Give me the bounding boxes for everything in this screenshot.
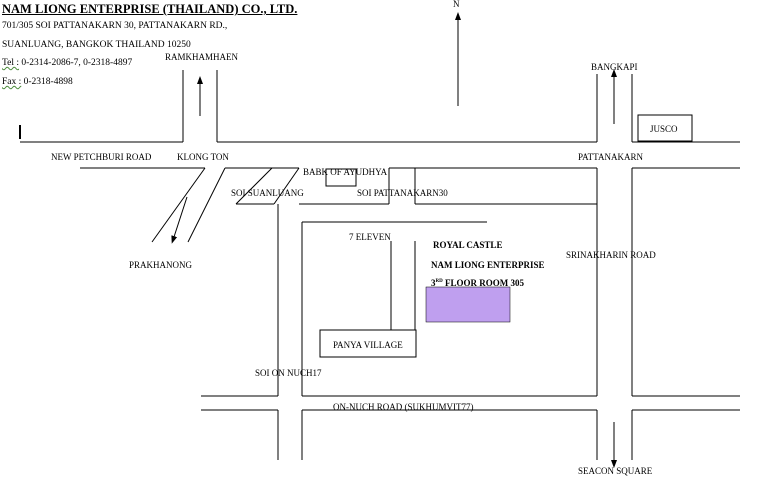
pattanakarn-label: PATTANAKARN [578,152,643,162]
bangkapi-road [596,69,633,142]
ramkhamhaeng-road [182,70,218,142]
destination-highlight [425,286,511,323]
seven-eleven-label: 7 ELEVEN [349,232,391,242]
on-nuch-label: ON-NUCH ROAD (SUKHUMVIT77) [333,402,474,412]
fax-line: Fax : 0-2318-4898 [2,77,73,87]
fax-value: 0-2318-4898 [21,77,73,87]
jusco-building [637,114,693,142]
fax-label: Fax : [2,77,22,87]
destination-company-label: NAM LIONG ENTERPRISE [431,260,545,270]
royal-castle-label: ROYAL CASTLE [433,240,502,250]
srinakharin-label: SRINAKHARIN ROAD [566,250,656,260]
destination-floor-label: 3RD FLOOR ROOM 305 [431,278,524,288]
soi-pattanakarn30-label: SOI PATTANAKARN30 [357,188,448,198]
soi-on-nuch17-label: SOI ON NUCH17 [255,368,322,378]
prakhanong-road [151,167,226,244]
floor-number: 3 [431,278,436,288]
new-petchburi-road [20,141,740,169]
telephone-line: Tel : 0-2314-2086-7, 0-2318-4897 [2,58,132,68]
text-cursor [19,125,21,139]
address-line-1: 701/305 SOI PATTANAKARN 30, PATTANAKARN … [2,21,228,31]
soi-pattanakarn30-road [299,168,597,396]
prakhanong-label: PRAKHANONG [129,260,193,270]
floor-suffix: RD [436,279,444,284]
north-label: N [453,0,460,9]
on-nuch-road [201,395,633,460]
soi-suanluang-road [235,167,300,396]
address-line-2: SUANLUANG, BANGKOK THAILAND 10250 [2,40,191,50]
bank-building [325,168,357,187]
company-name: NAM LIONG ENTERPRISE (THAILAND) CO., LTD… [2,2,298,16]
inner-soi [390,241,416,330]
seacon-label: SEACON SQUARE [578,466,653,476]
panya-village-building [319,329,417,358]
klongton-label: KLONG TON [177,152,229,162]
bangkapi-label: BANGKAPI [591,62,638,72]
ramkhamhaeng-label: RAMKHAMHAEN [165,52,239,62]
bank-label: BABK OF AYUDHYA [303,167,388,177]
soi-suanluang-label: SOI SUANLUANG [231,188,304,198]
panya-village-label: PANYA VILLAGE [333,340,403,350]
floor-room: FLOOR ROOM 305 [443,278,525,288]
prakhanong-arrow-icon [171,196,188,244]
tel-value: 0-2314-2086-7, 0-2318-4897 [19,58,133,68]
srinakharin-road [596,168,740,411]
new-petchburi-label: NEW PETCHBURI ROAD [51,152,152,162]
tel-label: Tel : [2,58,20,68]
jusco-label: JUSCO [650,124,678,134]
